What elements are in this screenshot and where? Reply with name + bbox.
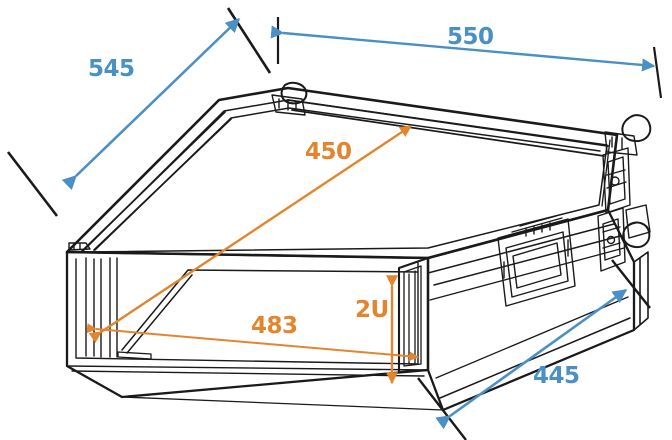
ext-line-545-b [226, 7, 272, 74]
ext-line-550-b [652, 46, 663, 99]
dimension-label-545: 545 [88, 56, 135, 82]
dimension-label-2u: 2U [355, 297, 389, 323]
dimension-label-450: 450 [305, 139, 352, 165]
recessed-handle [497, 215, 576, 307]
dimension-lines [6, 7, 663, 440]
lid-top-rails [287, 87, 618, 157]
ball-corner-right-mid [622, 221, 651, 248]
latch-lower [597, 207, 626, 272]
rack-rail-left-foot [117, 351, 152, 360]
case-body-outline [65, 81, 652, 412]
dim-arrow-550 [270, 25, 656, 72]
dim-arrow-450 [88, 125, 412, 343]
butterfly-latch [602, 147, 631, 214]
bottom-seam [121, 396, 444, 411]
dim-arrow-445 [435, 288, 628, 430]
ext-line-445-b [611, 259, 651, 309]
ext-line-545-a [6, 151, 59, 217]
dimension-label-483: 483 [251, 313, 298, 339]
right-side-panel-edges [427, 223, 635, 411]
dim-arrow-545 [61, 18, 241, 191]
lid-seam-far [601, 134, 618, 211]
dim-arrow-483 [86, 323, 419, 362]
corner-plate-right-mid [625, 204, 651, 239]
ball-corner-top-right [621, 114, 652, 142]
dimension-label-550: 550 [447, 24, 494, 50]
rack-rail-left [85, 257, 118, 358]
corner-plate-top-right [604, 131, 638, 156]
dimension-label-445: 445 [533, 363, 580, 389]
rear-right-edge [633, 251, 649, 331]
corner-plate-top-left [271, 94, 306, 116]
